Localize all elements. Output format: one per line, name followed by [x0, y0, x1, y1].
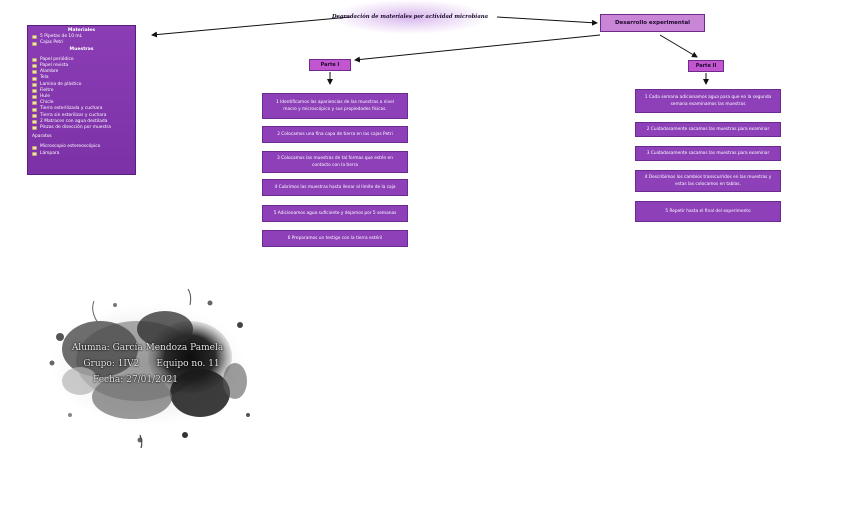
bullet-icon: [32, 108, 37, 112]
parte-2-node: Parte II: [688, 60, 724, 72]
author-name: Alumna: García Mendoza Pamela: [40, 340, 255, 356]
author-date: Fecha: 27/01/2021: [40, 372, 255, 388]
parte-1-step-6: 6 Preparamos un testigo con la tierra es…: [262, 230, 408, 247]
parte-2-step-2: 2 Cuidadosamente sacamos las muestras pa…: [635, 122, 781, 137]
bullet-icon: [32, 58, 37, 62]
muestra-item: Pinzas de disección por muestra: [32, 125, 131, 131]
parte-1-step-4: 4 Cubrimos las muestras hasta llenar al …: [262, 179, 408, 196]
arrow-title-to-materials: [152, 17, 350, 35]
author-block: Alumna: García Mendoza Pamela Grupo: 1IV…: [40, 340, 255, 388]
parte-2-step-3: 3 Cuidadosamente sacamos las muestras pa…: [635, 146, 781, 161]
bullet-icon: [32, 114, 37, 118]
parte-1-step-5: 5 Adicionamos agua suficiente y dejamos …: [262, 205, 408, 222]
desarrollo-experimental-node: Desarrollo experimental: [600, 14, 705, 32]
bullet-icon: [32, 35, 37, 39]
diagram-title: Degradación de materiales por actividad …: [350, 8, 470, 26]
parte-2-step-1: 1 Cada semana adicionamos agua para que …: [635, 89, 781, 113]
bullet-icon: [32, 95, 37, 99]
arrow-desarrollo-to-parte1: [355, 35, 600, 60]
bullet-icon: [32, 89, 37, 93]
parte-2-step-5: 5 Repetir hasta el final del experimento: [635, 201, 781, 222]
bullet-icon: [32, 152, 37, 156]
bullet-icon: [32, 146, 37, 150]
bullet-icon: [32, 126, 37, 130]
materials-panel: Materiales 5 Pipetas de 10 mL Cajas Petr…: [27, 25, 136, 175]
bullet-icon: [32, 70, 37, 74]
parte-1-node: Parte I: [309, 59, 351, 71]
parte-1-step-2: 2 Colocamos una fina capa de tierra en l…: [262, 126, 408, 143]
parte-1-step-1: 1 Identificamos las apariencias de las m…: [262, 93, 408, 119]
bullet-icon: [32, 64, 37, 68]
bullet-icon: [32, 42, 37, 46]
bullet-icon: [32, 120, 37, 124]
aparato-item: Lámpara: [32, 151, 131, 157]
bullet-icon: [32, 83, 37, 87]
bullet-icon: [32, 101, 37, 105]
parte-1-step-3: 3 Colocamos las muestras de tal formas q…: [262, 151, 408, 173]
bullet-icon: [32, 77, 37, 81]
parte-2-step-4: 4 Describimos los cambios transcurridos …: [635, 170, 781, 192]
arrow-title-to-desarrollo: [497, 17, 597, 23]
diagram-title-text: Degradación de materiales por actividad …: [332, 14, 488, 20]
author-group: Grupo: 1IV2 Equipo no. 11: [40, 356, 255, 372]
arrow-desarrollo-to-parte2: [660, 35, 697, 57]
